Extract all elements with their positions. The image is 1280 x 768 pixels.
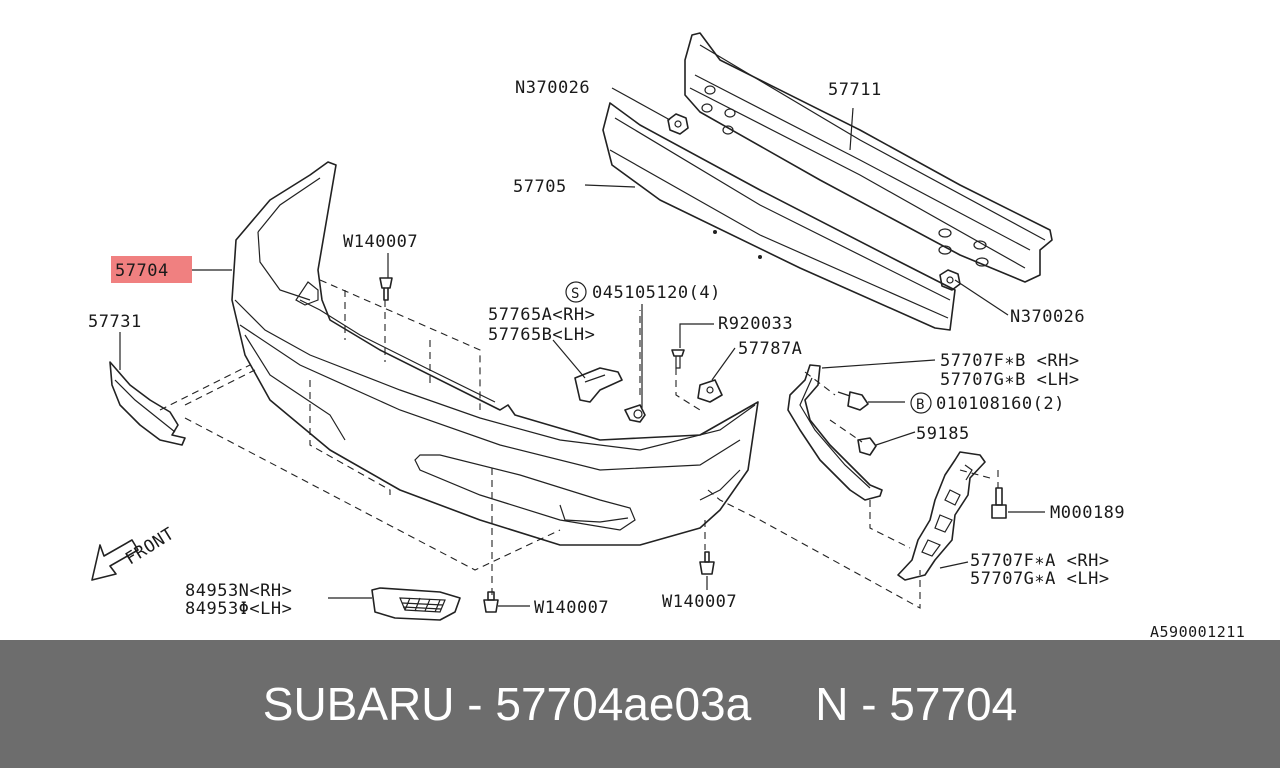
label-front: FRONT bbox=[122, 524, 178, 569]
label-n370026-right[interactable]: N370026 bbox=[1010, 307, 1085, 327]
label-57711[interactable]: 57711 bbox=[828, 80, 882, 100]
side-bracket-57707a[interactable] bbox=[897, 451, 986, 581]
label-w140007-center[interactable]: W140007 bbox=[662, 592, 737, 612]
b-circle-icon bbox=[910, 392, 932, 414]
bolt-m000189[interactable] bbox=[991, 487, 1007, 519]
footer-part-number: N - 57704 bbox=[815, 678, 1018, 730]
label-57704[interactable]: 57704 bbox=[115, 261, 169, 281]
label-m000189[interactable]: M000189 bbox=[1050, 503, 1125, 523]
label-045105120[interactable]: 045105120(4) bbox=[592, 283, 721, 303]
energy-absorber-57705[interactable] bbox=[602, 102, 956, 331]
reinforcement-beam-57711[interactable] bbox=[684, 32, 1053, 283]
label-57765b[interactable]: 57765B<LH> bbox=[488, 325, 595, 345]
bumper-face-57704[interactable] bbox=[231, 161, 759, 546]
label-84953n[interactable]: 84953N<RH> bbox=[185, 581, 292, 601]
label-59185[interactable]: 59185 bbox=[916, 424, 970, 444]
side-bracket-57707b[interactable] bbox=[787, 364, 883, 501]
highlight-57704 bbox=[111, 256, 192, 283]
label-n370026-top[interactable]: N370026 bbox=[515, 78, 590, 98]
label-57705[interactable]: 57705 bbox=[513, 177, 567, 197]
label-57707fa[interactable]: 57707F∗A <RH> bbox=[970, 551, 1110, 571]
screw-59185[interactable] bbox=[857, 437, 877, 456]
bolt-b010108160[interactable] bbox=[837, 391, 869, 411]
screw-s045105120[interactable] bbox=[624, 404, 646, 423]
footer-brand-code: SUBARU - 57704ae03a bbox=[262, 678, 752, 730]
clip-w140007-top[interactable] bbox=[379, 277, 393, 301]
rivet-r920033[interactable] bbox=[671, 349, 685, 369]
clip-57787a[interactable] bbox=[697, 379, 723, 403]
label-57765a[interactable]: 57765A<RH> bbox=[488, 305, 595, 325]
front-arrow-icon bbox=[91, 539, 139, 581]
bracket-57731[interactable] bbox=[109, 361, 186, 446]
label-57731[interactable]: 57731 bbox=[88, 312, 142, 332]
label-010108160[interactable]: 010108160(2) bbox=[936, 394, 1065, 414]
label-w140007-top[interactable]: W140007 bbox=[343, 232, 418, 252]
label-57707gb[interactable]: 57707G∗B <LH> bbox=[940, 370, 1080, 390]
label-w140007-bottom[interactable]: W140007 bbox=[534, 598, 609, 618]
fog-grille-84953[interactable] bbox=[371, 587, 461, 621]
assembly-dashed-lines bbox=[159, 279, 999, 609]
s-circle-icon bbox=[565, 281, 587, 303]
clip-w140007-bottom[interactable] bbox=[699, 551, 715, 575]
nut-n370026-top[interactable] bbox=[667, 113, 689, 135]
bracket-57765[interactable] bbox=[574, 367, 623, 403]
leader-lines bbox=[119, 87, 1045, 607]
label-57707ga[interactable]: 57707G∗A <LH> bbox=[970, 569, 1110, 589]
label-84953o[interactable]: 84953Φ<LH> bbox=[185, 599, 292, 619]
label-b-circle: B bbox=[916, 397, 925, 413]
label-s-circle: S bbox=[571, 286, 580, 302]
label-57787a[interactable]: 57787A bbox=[738, 339, 802, 359]
diagram-canvas: N370026 57711 57705 W140007 57704 57731 … bbox=[88, 32, 1245, 640]
footer-bar: SUBARU - 57704ae03a N - 57704 bbox=[0, 640, 1280, 768]
label-r920033[interactable]: R920033 bbox=[718, 314, 793, 334]
label-57707fb[interactable]: 57707F∗B <RH> bbox=[940, 351, 1080, 371]
parts-diagram: N370026 57711 57705 W140007 57704 57731 … bbox=[88, 32, 1245, 640]
diagram-reference-id: A590001211 bbox=[1150, 623, 1245, 640]
clip-w140007-bottom-left[interactable] bbox=[483, 591, 499, 613]
